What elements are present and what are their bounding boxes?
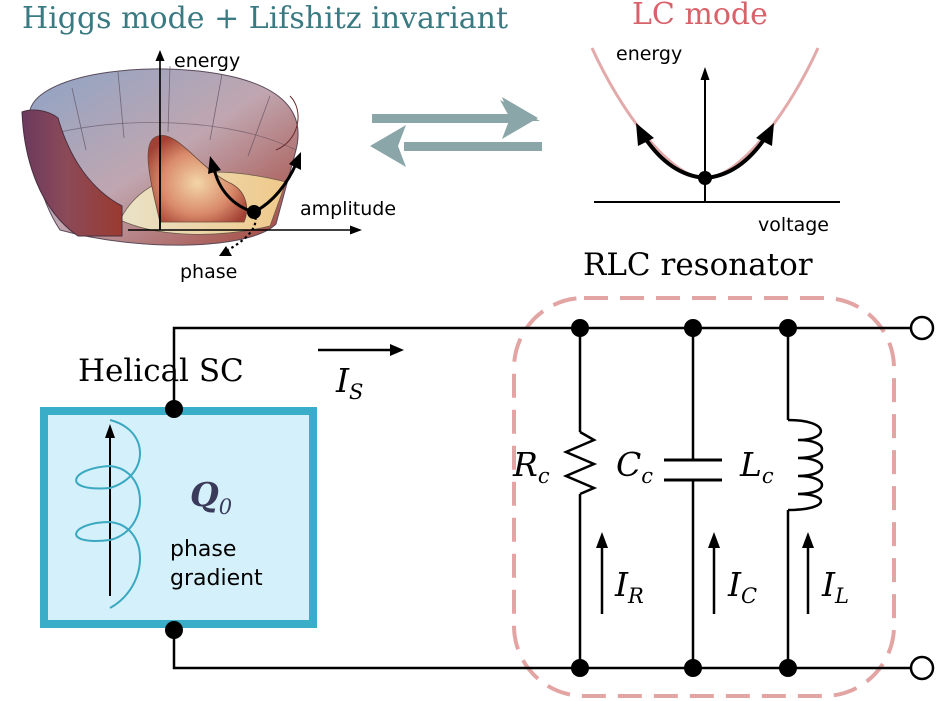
capacitor-branch: Cc IC	[616, 319, 757, 677]
higgs-ground-state-dot	[247, 205, 261, 219]
helical-sc-block	[40, 407, 317, 628]
top-wire	[172, 326, 910, 409]
higgs-left-arrowhead-icon	[208, 156, 221, 174]
voltage-label: voltage	[758, 214, 829, 236]
top-terminal	[909, 315, 935, 341]
energy-axis-arrow-icon	[155, 50, 165, 61]
bottom-wire	[172, 628, 910, 670]
higgs-panel: Higgs mode + Lifshitz invariant energy a…	[21, 1, 508, 283]
current-c-arrowhead-icon	[708, 532, 720, 548]
higgs-panel-title: Higgs mode + Lifshitz invariant	[22, 1, 508, 36]
capacitor-top-node	[684, 319, 702, 337]
current-r-arrowhead-icon	[596, 532, 608, 548]
capacitor-label: Cc	[616, 445, 653, 488]
helix-axis-arrowhead-icon	[105, 424, 115, 438]
amplitude-label: amplitude	[300, 198, 396, 220]
current-l-arrowhead-icon	[802, 532, 814, 548]
lc-panel: LC mode energy voltage	[590, 0, 840, 236]
lc-energy-arrow-icon	[700, 67, 710, 80]
resistor-symbol	[562, 430, 598, 496]
resistor-label: Rc	[512, 445, 550, 488]
supercurrent-arrowhead-icon	[390, 344, 404, 356]
higgs-energy-label: energy	[174, 50, 240, 72]
capacitor-bottom-node	[684, 659, 702, 677]
inductor-top-node	[779, 319, 797, 337]
amplitude-axis-arrow-icon	[350, 225, 362, 235]
sc-bottom-node	[165, 621, 183, 639]
resonator-boundary	[512, 296, 896, 698]
sc-text-line1: phase	[170, 537, 236, 562]
phase-label: phase	[180, 261, 237, 283]
inductor-branch: Lc IL	[739, 319, 849, 677]
lc-panel-title: LC mode	[632, 0, 768, 32]
current-r-label: IR	[614, 565, 644, 608]
lc-energy-label: energy	[616, 43, 682, 65]
backward-arrow	[404, 142, 542, 151]
higgs-right-arrowhead-icon	[289, 152, 301, 170]
bottom-terminal	[909, 655, 935, 681]
lc-left-arrowhead-icon	[636, 123, 654, 146]
sc-top-node	[165, 400, 183, 418]
current-l-label: IL	[821, 565, 849, 608]
exchange-arrows	[370, 97, 542, 167]
resonator-label: RLC resonator	[583, 247, 813, 283]
current-c-label: IC	[727, 565, 757, 608]
lc-ground-state-dot	[698, 171, 712, 185]
resistor-bottom-node	[571, 659, 589, 677]
sc-text-line2: gradient	[170, 566, 263, 591]
helical-sc-label: Helical SC	[78, 353, 244, 389]
helix-curve	[75, 419, 141, 609]
phase-arrowhead-icon	[219, 246, 232, 256]
resistor-top-node	[571, 319, 589, 337]
supercurrent-label: IS	[335, 361, 363, 404]
inductor-bottom-node	[779, 659, 797, 677]
inductor-symbol	[787, 418, 824, 512]
helix	[75, 419, 141, 609]
inductor-label: Lc	[739, 445, 774, 488]
circuit: RLC resonator IS Helical SC Q0 phase gra…	[40, 247, 935, 698]
lc-right-arrowhead-icon	[756, 123, 774, 146]
resistor-branch: Rc IR	[512, 319, 644, 677]
q-vector-label: Q0	[190, 475, 232, 519]
